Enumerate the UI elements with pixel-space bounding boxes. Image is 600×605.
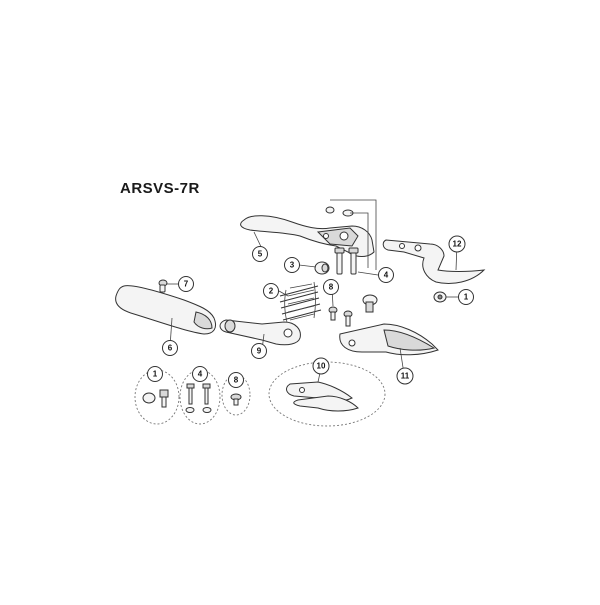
callout-1: 1 [458,289,474,305]
callout-6: 6 [162,340,178,356]
callout-1-kit-label: 1 [153,370,158,379]
part-nut-top [325,206,354,217]
callout-4-kit: 4 [192,366,208,382]
callout-3: 3 [284,257,300,273]
callout-8-kit-label: 8 [234,376,239,385]
part-bushing [314,261,330,275]
callout-7: 7 [178,276,194,292]
callout-7-label: 7 [184,280,189,289]
part-upper-handle [240,215,375,257]
callout-4-kit-label: 4 [198,370,203,379]
part-nut-blade [362,294,378,313]
part-lower-handle [219,319,301,346]
callout-8: 8 [323,279,339,295]
callout-8-kit: 8 [228,372,244,388]
kit-nut-parts [142,389,169,408]
callout-3-label: 3 [290,261,295,270]
part-anvil [339,323,439,356]
callout-12: 12 [448,235,466,253]
part-nut-1 [433,291,447,303]
part-upper-blade [382,239,486,284]
kit-oval-screws [179,369,221,425]
kit-blade-set-parts [286,381,359,412]
part-small-screw [158,279,168,293]
callout-9-label: 9 [257,347,262,356]
part-screws [334,247,359,275]
part-anvil-screws [328,306,353,327]
callout-2: 2 [263,283,279,299]
callout-1-kit: 1 [147,366,163,382]
callout-4-label: 4 [384,271,389,280]
part-spring [279,281,322,327]
model-title: ARSVS-7R [120,180,200,197]
callout-8-label: 8 [329,283,334,292]
callout-11: 11 [396,367,414,385]
kit-oval-nut [134,369,180,425]
part-grip [115,285,217,335]
kit-screw-parts [185,383,212,413]
callout-6-label: 6 [168,344,173,353]
kit-small-screw-parts [230,393,242,406]
callout-5-label: 5 [258,250,263,259]
callout-10: 10 [312,357,330,375]
callout-2-label: 2 [269,287,274,296]
callout-11-label: 11 [401,372,410,381]
callout-10-label: 10 [317,362,326,371]
callout-1-label: 1 [464,293,469,302]
callout-4: 4 [378,267,394,283]
callout-5: 5 [252,246,268,262]
callout-12-label: 12 [453,240,462,249]
callout-9: 9 [251,343,267,359]
